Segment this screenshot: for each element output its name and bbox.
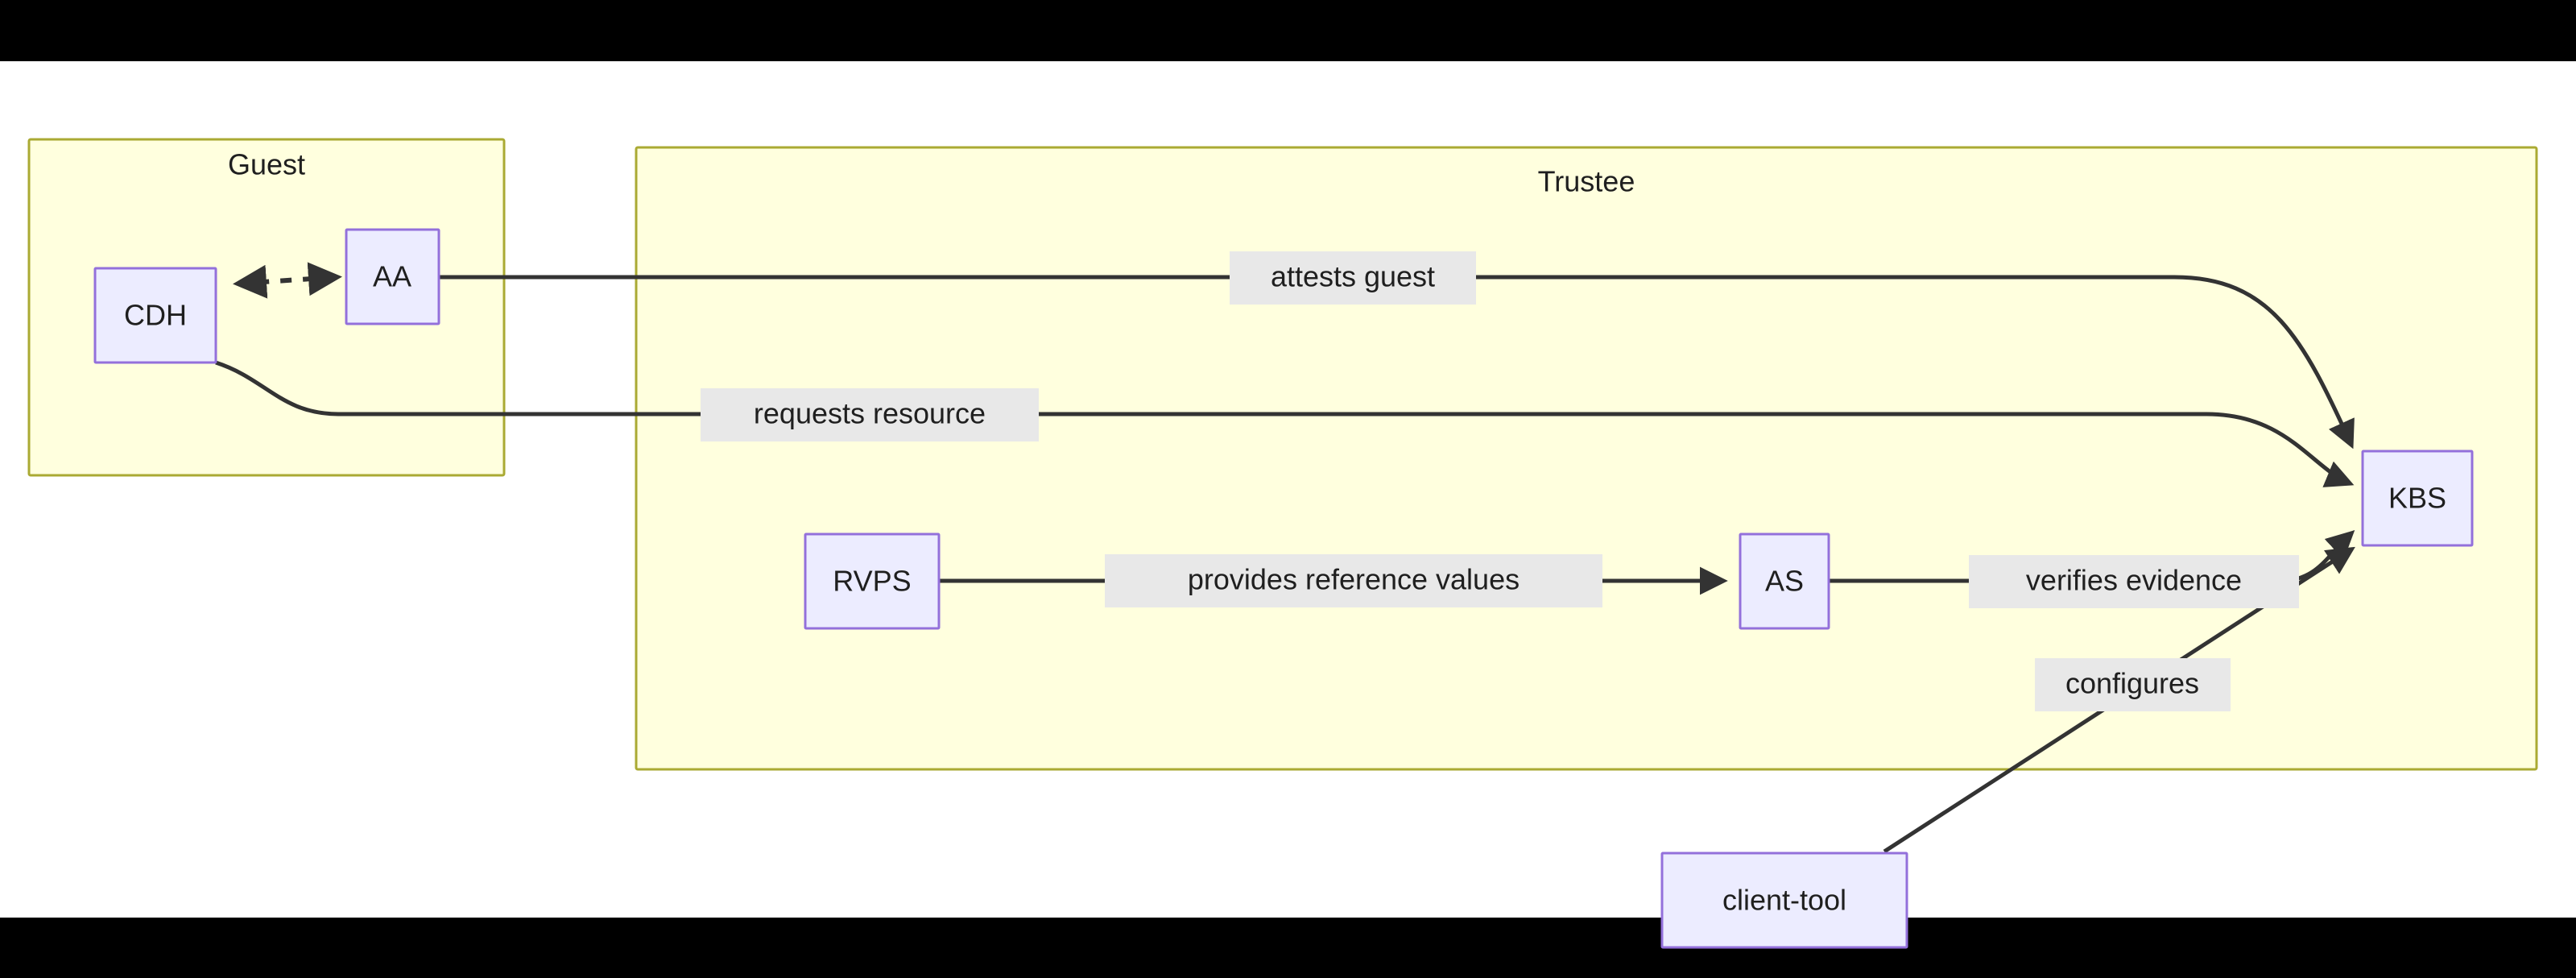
node-kbs-rect <box>2361 450 2474 547</box>
edge-aa-to-kbs[interactable] <box>439 275 2355 450</box>
edge-aa-to-cdh-path <box>233 262 342 299</box>
cluster-guest[interactable]: Guest <box>27 138 506 477</box>
edge-aa-to-kbs-path <box>439 275 2355 450</box>
node-client-tool-label: client-tool <box>1722 884 1846 917</box>
node-aa-rect <box>345 228 440 325</box>
cluster-guest-rect <box>27 138 506 477</box>
node-as[interactable]: AS <box>1739 533 1830 630</box>
cluster-trustee-label: Trustee <box>1538 165 1635 198</box>
edge-label-configures-bg <box>2035 658 2231 711</box>
edge-label-attests-guest: attests guest <box>1230 251 1476 305</box>
cluster-trustee[interactable]: Trustee <box>635 146 2538 771</box>
edge-label-requests-resource-text: requests resource <box>754 397 986 430</box>
edge-aa-to-cdh[interactable] <box>233 262 342 299</box>
edge-label-verifies-evidence: verifies evidence <box>1969 555 2299 608</box>
node-cdh-rect <box>93 267 217 364</box>
cluster-trustee-rect <box>635 146 2538 771</box>
edge-label-verifies-evidence-bg <box>1969 555 2299 608</box>
edge-label-provides-reference-values: provides reference values <box>1105 554 1602 607</box>
edge-label-configures-text: configures <box>2065 667 2199 700</box>
edge-label-requests-resource: requests resource <box>701 388 1039 441</box>
node-rvps-rect <box>804 533 941 630</box>
node-as-label: AS <box>1765 565 1804 598</box>
node-aa[interactable]: AA <box>345 228 440 325</box>
node-rvps-label: RVPS <box>833 565 911 598</box>
edge-label-provides-reference-values-bg <box>1105 554 1602 607</box>
node-kbs-label: KBS <box>2388 482 2446 515</box>
edge-label-verifies-evidence-text: verifies evidence <box>2026 564 2242 597</box>
node-client-tool-rect <box>1660 852 1908 949</box>
cluster-guest-label: Guest <box>228 148 305 181</box>
node-rvps[interactable]: RVPS <box>804 533 941 630</box>
edge-label-configures: configures <box>2035 658 2231 711</box>
node-cdh-label: CDH <box>124 299 187 332</box>
edge-label-requests-resource-bg <box>701 388 1039 441</box>
node-kbs[interactable]: KBS <box>2361 450 2474 547</box>
node-as-rect <box>1739 533 1830 630</box>
edge-cdh-to-kbs[interactable] <box>215 360 2355 487</box>
node-cdh[interactable]: CDH <box>93 267 217 364</box>
node-client-tool[interactable]: client-tool <box>1660 852 1908 949</box>
node-aa-label: AA <box>373 260 411 293</box>
edge-label-attests-guest-text: attests guest <box>1271 260 1435 293</box>
edge-cdh-to-kbs-path <box>215 360 2355 487</box>
edge-label-attests-guest-bg <box>1230 251 1476 305</box>
edge-label-provides-reference-values-text: provides reference values <box>1188 563 1520 596</box>
